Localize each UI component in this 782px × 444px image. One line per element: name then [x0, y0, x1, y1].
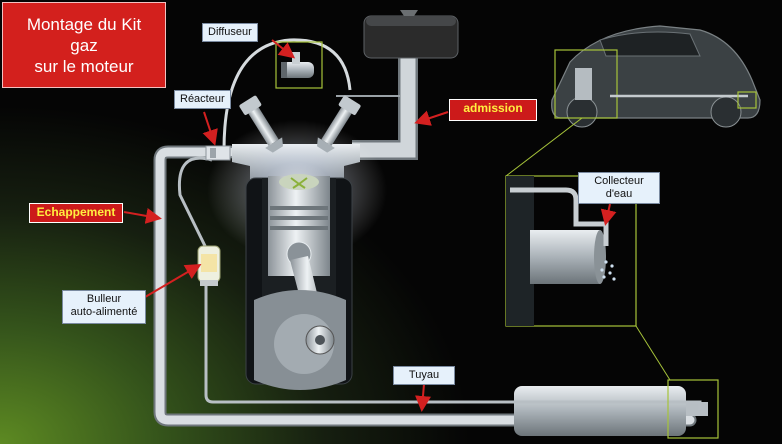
pointer-arrows	[123, 39, 617, 412]
car-thumbnail	[551, 25, 761, 128]
engine-valves	[239, 95, 361, 153]
diffuser-callout	[275, 41, 323, 89]
bubbler	[197, 245, 221, 286]
label-echappement: Echappement	[29, 203, 123, 223]
bulleur-line-1: Bulleur	[86, 293, 122, 305]
label-diffuseur: Diffuseur	[202, 23, 258, 42]
collecteur-line-2: d'eau	[605, 188, 633, 200]
reactor-fitting	[205, 145, 231, 161]
exhaust-pipe	[153, 145, 697, 427]
label-bulleur: Bulleur auto-alimenté	[62, 290, 146, 324]
label-reacteur: Réacteur	[174, 90, 231, 109]
engine-block	[207, 120, 387, 390]
collecteur-line-1: Collecteur	[594, 175, 644, 187]
title-line-1: Montage du Kit	[26, 14, 142, 34]
bulleur-line-2: auto-alimenté	[70, 306, 138, 318]
title-line-3: sur le moteur	[34, 56, 134, 76]
title-line-2: gaz	[70, 35, 98, 55]
water-collector-callout	[505, 117, 719, 439]
air-filter	[363, 10, 459, 59]
feed-hose	[177, 156, 702, 410]
muffler	[514, 386, 708, 436]
label-tuyau: Tuyau	[393, 366, 455, 385]
diagram-title: Montage du Kit gaz sur le moteur	[2, 2, 166, 88]
label-collecteur-eau: Collecteur d'eau	[578, 172, 660, 204]
label-admission: admission	[449, 99, 537, 121]
